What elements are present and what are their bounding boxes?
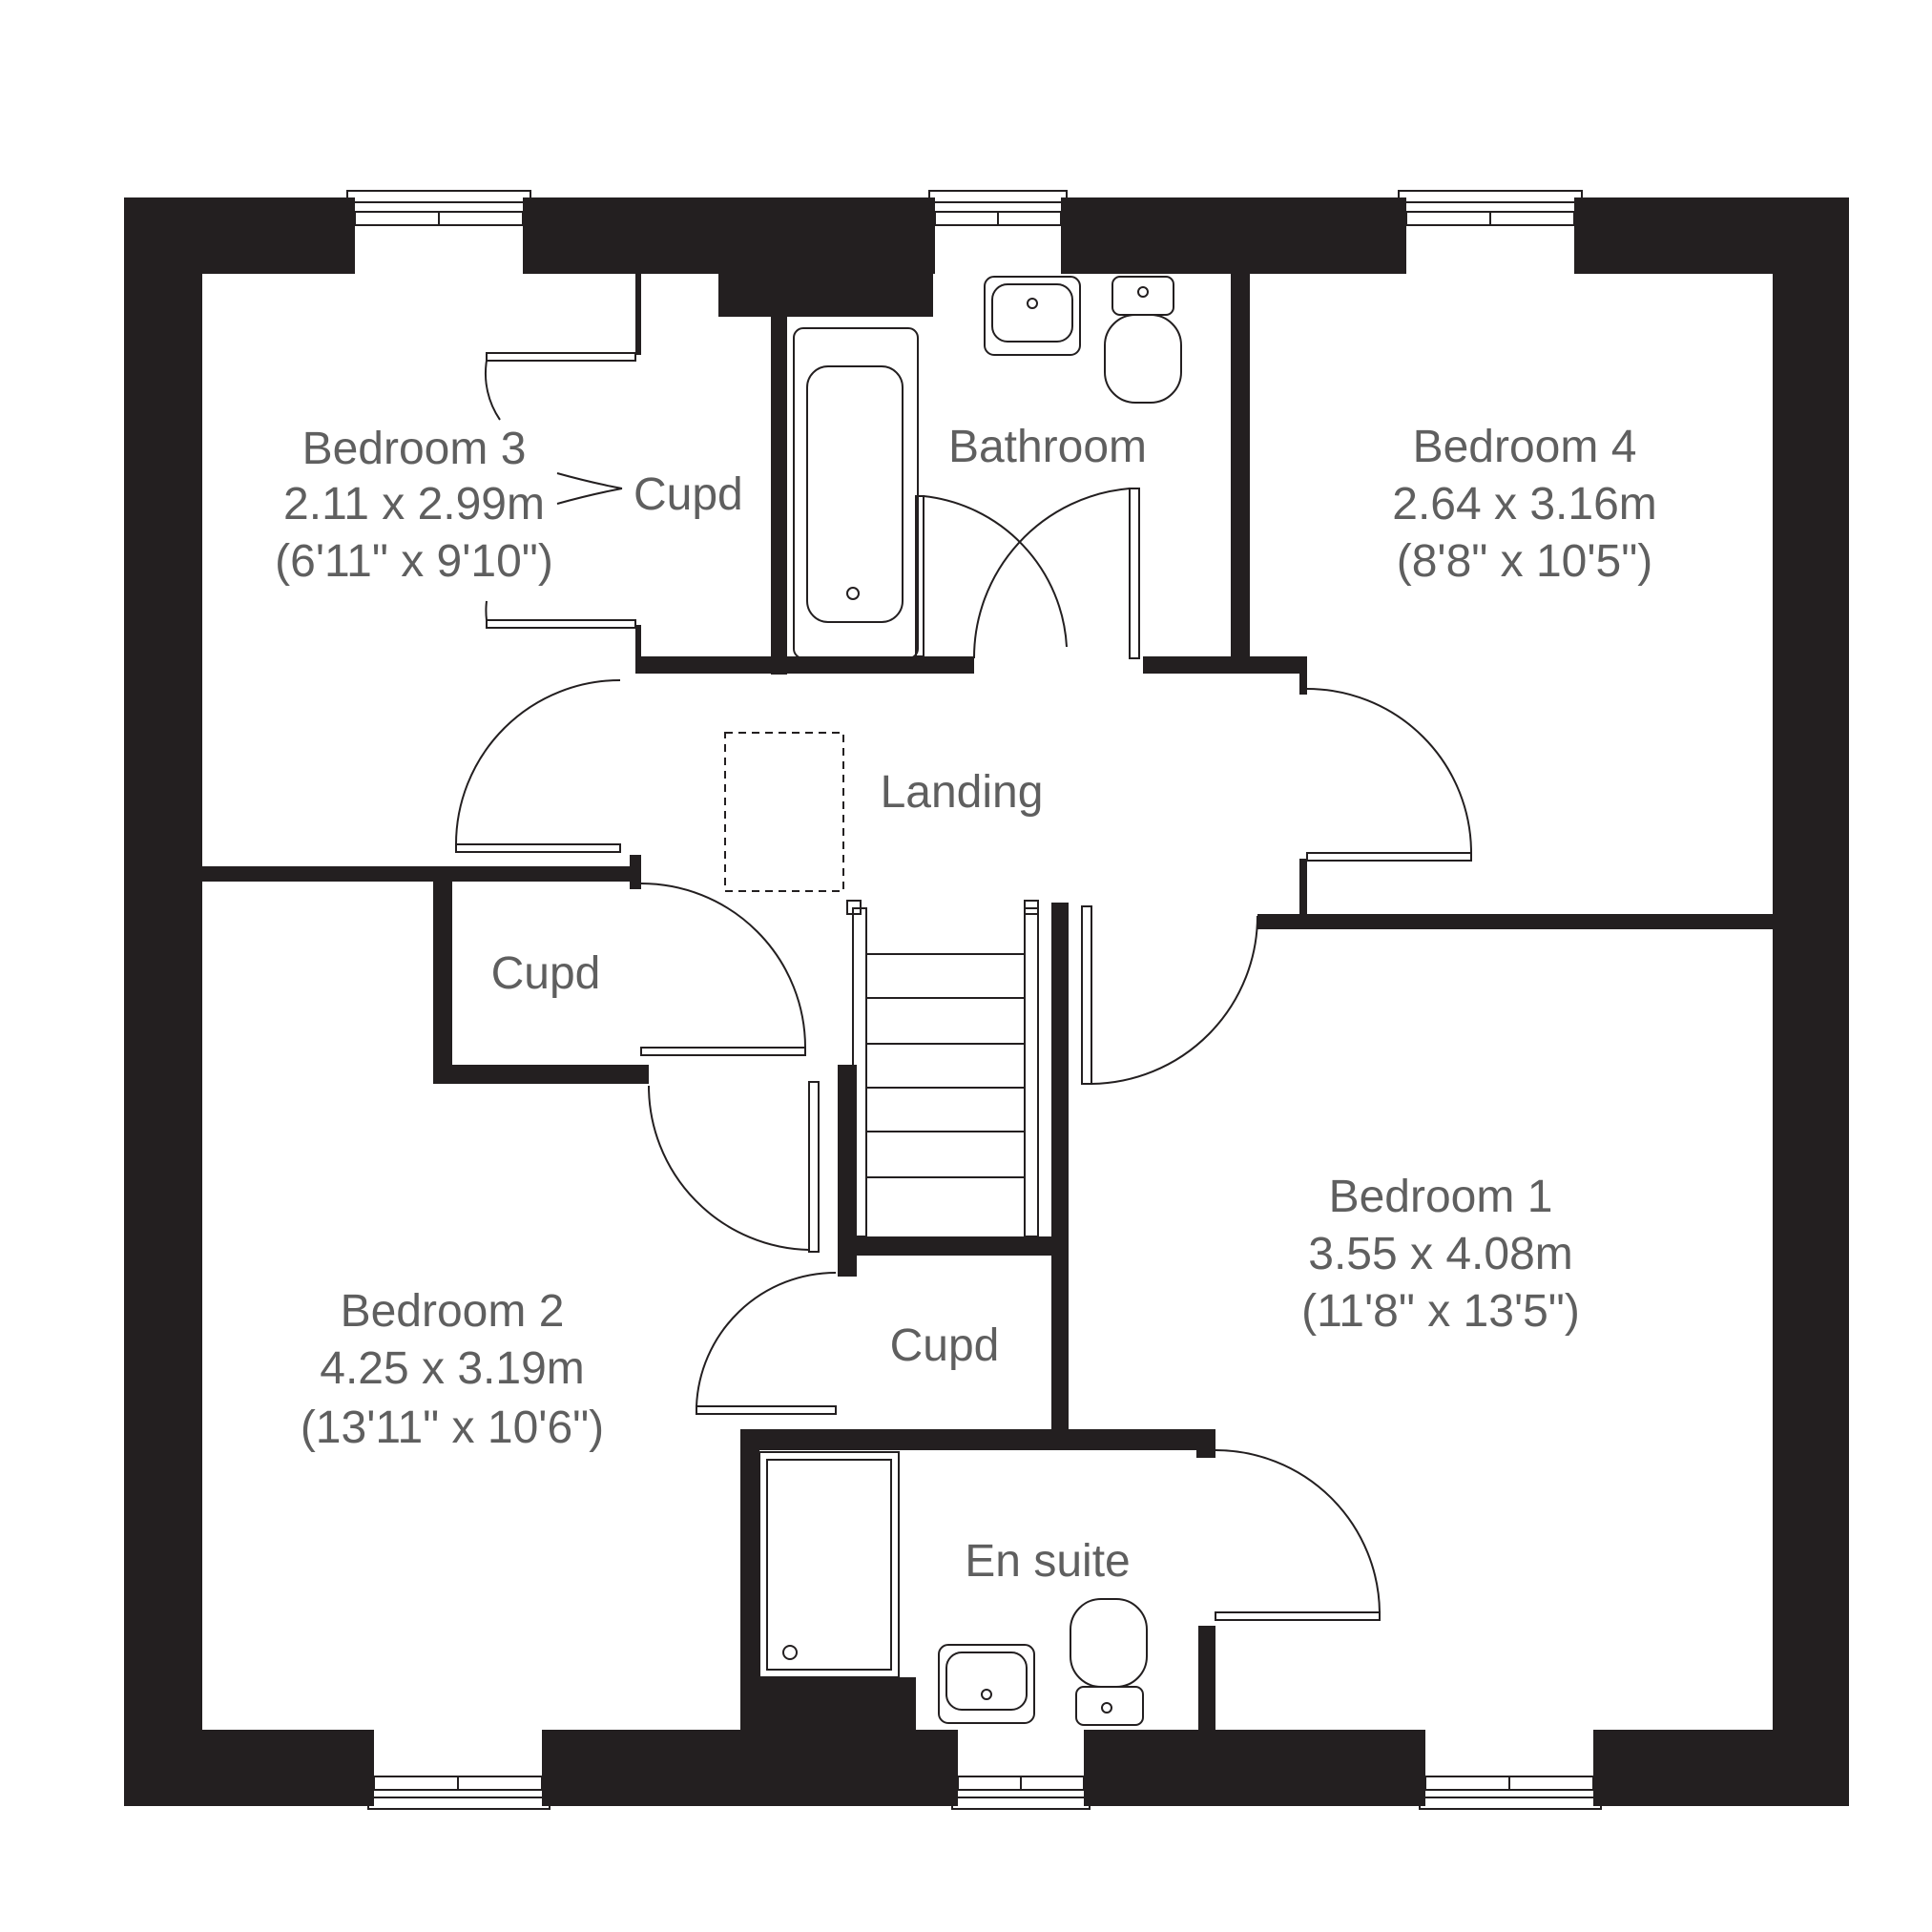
door-swing-icon	[648, 1081, 820, 1253]
landing-cupd-label: Cupd	[491, 948, 601, 999]
window-icon	[928, 190, 1068, 278]
svg-text:2.11 x 2.99m: 2.11 x 2.99m	[283, 479, 545, 530]
door-swing-icon	[1081, 905, 1258, 1085]
door-swing-icon	[455, 679, 621, 853]
door-swing-icon	[1215, 1449, 1381, 1621]
loft-hatch-icon	[724, 732, 844, 892]
door-swing-icon	[1306, 688, 1472, 862]
ensuite-label: En suite	[965, 1536, 1130, 1587]
door-swing-icon	[484, 352, 636, 629]
toilet-icon	[1070, 1598, 1148, 1726]
svg-text:(6'11" x 9'10"): (6'11" x 9'10")	[275, 536, 553, 587]
svg-text:(13'11" x 10'6"): (13'11" x 10'6")	[301, 1402, 604, 1453]
window-icon	[1398, 190, 1583, 278]
svg-text:3.55 x 4.08m: 3.55 x 4.08m	[1308, 1229, 1573, 1279]
basin-icon	[938, 1644, 1035, 1724]
door-swing-icon	[915, 488, 1140, 659]
svg-text:Bedroom 4: Bedroom 4	[1413, 422, 1637, 472]
window-icon	[1419, 1726, 1602, 1810]
window-icon	[346, 190, 531, 278]
svg-text:2.64 x 3.16m: 2.64 x 3.16m	[1392, 479, 1657, 530]
basin-icon	[984, 276, 1081, 356]
bathroom-label: Bathroom	[948, 422, 1147, 472]
svg-text:4.25 x 3.19m: 4.25 x 3.19m	[320, 1343, 585, 1394]
internal-walls	[202, 274, 1773, 1730]
stair-cupd-label: Cupd	[890, 1320, 1000, 1371]
svg-text:Bedroom 1: Bedroom 1	[1329, 1172, 1553, 1222]
window-icon	[951, 1726, 1091, 1810]
window-icon	[367, 1726, 551, 1810]
svg-text:Bedroom 3: Bedroom 3	[302, 424, 527, 474]
bedroom-3-label: Bedroom 3 2.11 x 2.99m (6'11" x 9'10")	[275, 424, 553, 587]
bath-icon	[793, 327, 919, 659]
bedroom-3-cupd-label: Cupd	[634, 469, 743, 520]
staircase-icon	[846, 900, 1039, 1237]
svg-text:(8'8" x 10'5"): (8'8" x 10'5")	[1397, 536, 1653, 587]
svg-text:(11'8" x 13'5"): (11'8" x 13'5")	[1301, 1286, 1580, 1337]
shower-tray-icon	[758, 1451, 900, 1678]
toilet-icon	[1104, 276, 1182, 404]
svg-text:Bedroom 2: Bedroom 2	[341, 1286, 565, 1337]
door-swing-icon	[640, 883, 806, 1056]
bedroom-2-label: Bedroom 2 4.25 x 3.19m (13'11" x 10'6")	[301, 1286, 604, 1453]
bedroom-4-label: Bedroom 4 2.64 x 3.16m (8'8" x 10'5")	[1392, 422, 1657, 587]
door-swing-icon	[696, 1271, 837, 1415]
cupd-pointer	[556, 472, 623, 505]
bedroom-1-label: Bedroom 1 3.55 x 4.08m (11'8" x 13'5")	[1301, 1172, 1580, 1337]
landing-label: Landing	[881, 767, 1044, 818]
